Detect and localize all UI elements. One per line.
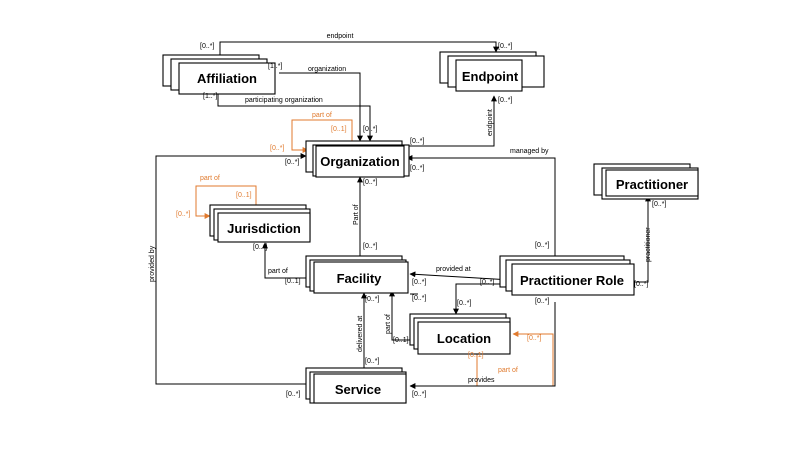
edge-prole-service <box>409 302 556 389</box>
relation-labels: endpoint organization participating orga… <box>149 33 652 384</box>
mult-location-top: [0..*] <box>457 300 471 307</box>
edge-organization-self <box>291 119 353 153</box>
edge-organization-endpoint <box>405 95 497 147</box>
mult-prole-left: [0..*] <box>480 279 494 286</box>
endpoint-label: Endpoint <box>462 69 519 84</box>
location-label: Location <box>437 331 491 346</box>
label-part-of-jurisdiction: part of <box>200 175 220 182</box>
edge-prole-organization <box>406 155 556 262</box>
label-provided-by: provided by <box>149 245 156 282</box>
mult-service-right: [0..*] <box>412 391 426 398</box>
mult-org-bottom: [0..*] <box>363 179 377 186</box>
mult-prole-top: [0..*] <box>535 242 549 249</box>
mult-jur-self-01: [0..1] <box>236 192 252 199</box>
entity-endpoint: Endpoint <box>439 51 545 92</box>
mult-facility-top: [0..*] <box>363 243 377 250</box>
mult-practitioner-bottom: [0..*] <box>652 201 666 208</box>
connectors <box>155 41 651 389</box>
mult-location-left: [0..1] <box>393 337 409 344</box>
label-managed-by: managed by <box>510 148 549 155</box>
entity-facility: Facility <box>305 255 409 294</box>
mult-org-managed: [0..*] <box>410 165 424 172</box>
mult-jur-right: [0..*] <box>253 244 267 251</box>
jurisdiction-label: Jurisdiction <box>227 221 301 236</box>
mult-org-self-01: [0..1] <box>331 126 347 133</box>
label-endpoint-vertical: endpoint <box>487 109 494 136</box>
mult-endpoint-bottom: [0..*] <box>498 97 512 104</box>
mult-jur-self-0n: [0..*] <box>176 211 190 218</box>
label-part-of-org: part of <box>312 112 332 119</box>
edge-affiliation-organization <box>279 72 363 142</box>
organization-label: Organization <box>320 154 400 169</box>
mult-service-left: [0..*] <box>286 391 300 398</box>
edge-service-organization <box>155 153 307 385</box>
mult-prole-bottom: [0..*] <box>535 298 549 305</box>
mult-service-top: [0..*] <box>365 358 379 365</box>
entity-organization: Organization <box>305 140 410 178</box>
mult-aff-org-1: [1..*] <box>268 63 282 70</box>
label-part-of-facility-org: Part of <box>353 204 360 225</box>
edge-jurisdiction-self <box>195 185 257 219</box>
label-participating-org: participating organization <box>245 97 323 104</box>
affiliation-label: Affiliation <box>197 71 257 86</box>
entity-practitioner: Practitioner <box>593 163 699 200</box>
entity-affiliation: Affiliation <box>162 54 276 95</box>
entity-practitioner-role: Practitioner Role <box>499 255 635 296</box>
service-label: Service <box>335 382 381 397</box>
edge-location-facility <box>389 290 418 341</box>
edge-prole-location <box>453 283 512 315</box>
mult-location-self-01: [0..1] <box>468 352 484 359</box>
mult-org-self-0n: [0..*] <box>270 145 284 152</box>
entity-location: Location <box>409 313 511 355</box>
mult-org-in-2: [0..*] <box>285 159 299 166</box>
mult-aff-endpoint: [0..*] <box>200 43 214 50</box>
mult-facility-right-1: [0..*] <box>412 279 426 286</box>
mult-facility-left: [0..1] <box>285 278 301 285</box>
label-part-of-location: part of <box>385 314 392 334</box>
entity-service: Service <box>305 367 407 404</box>
label-part-of-location-self: part of <box>498 367 518 374</box>
label-endpoint-top: endpoint <box>327 33 354 40</box>
multiplicities: [0..*] [0..*] [1..*] [1..*] [0..1] [0..*… <box>176 43 666 398</box>
facility-label: Facility <box>337 271 383 286</box>
edge-affiliation-participating-org <box>217 94 373 142</box>
mult-aff-org-2: [1..*] <box>203 93 217 100</box>
mult-org-in-1: [0..*] <box>363 126 377 133</box>
mult-prole-right: [0..*] <box>634 281 648 288</box>
edge-affiliation-endpoint <box>219 41 499 55</box>
mult-endpoint-aff: [0..*] <box>498 43 512 50</box>
label-part-of-facility-jur: part of <box>268 268 288 275</box>
mult-facility-bottom: [0..*] <box>365 296 379 303</box>
label-delivered-at: delivered at <box>357 316 364 352</box>
label-provided-at: provided at <box>436 266 471 273</box>
label-practitioner-link: practitioner <box>645 227 652 262</box>
edge-prole-practitioner <box>630 195 651 283</box>
edge-prole-facility <box>409 271 513 281</box>
mult-org-right: [0..*] <box>410 138 424 145</box>
entity-jurisdiction: Jurisdiction <box>209 204 311 243</box>
label-provides: provides <box>468 377 495 384</box>
practitioner-label: Practitioner <box>616 177 688 192</box>
edge-facility-jurisdiction <box>262 242 307 279</box>
mult-location-self-0n: [0..*] <box>527 335 541 342</box>
practitioner-role-label: Practitioner Role <box>520 273 624 288</box>
label-organization: organization <box>308 66 346 73</box>
mult-facility-right-2: [0..*] <box>412 295 426 302</box>
